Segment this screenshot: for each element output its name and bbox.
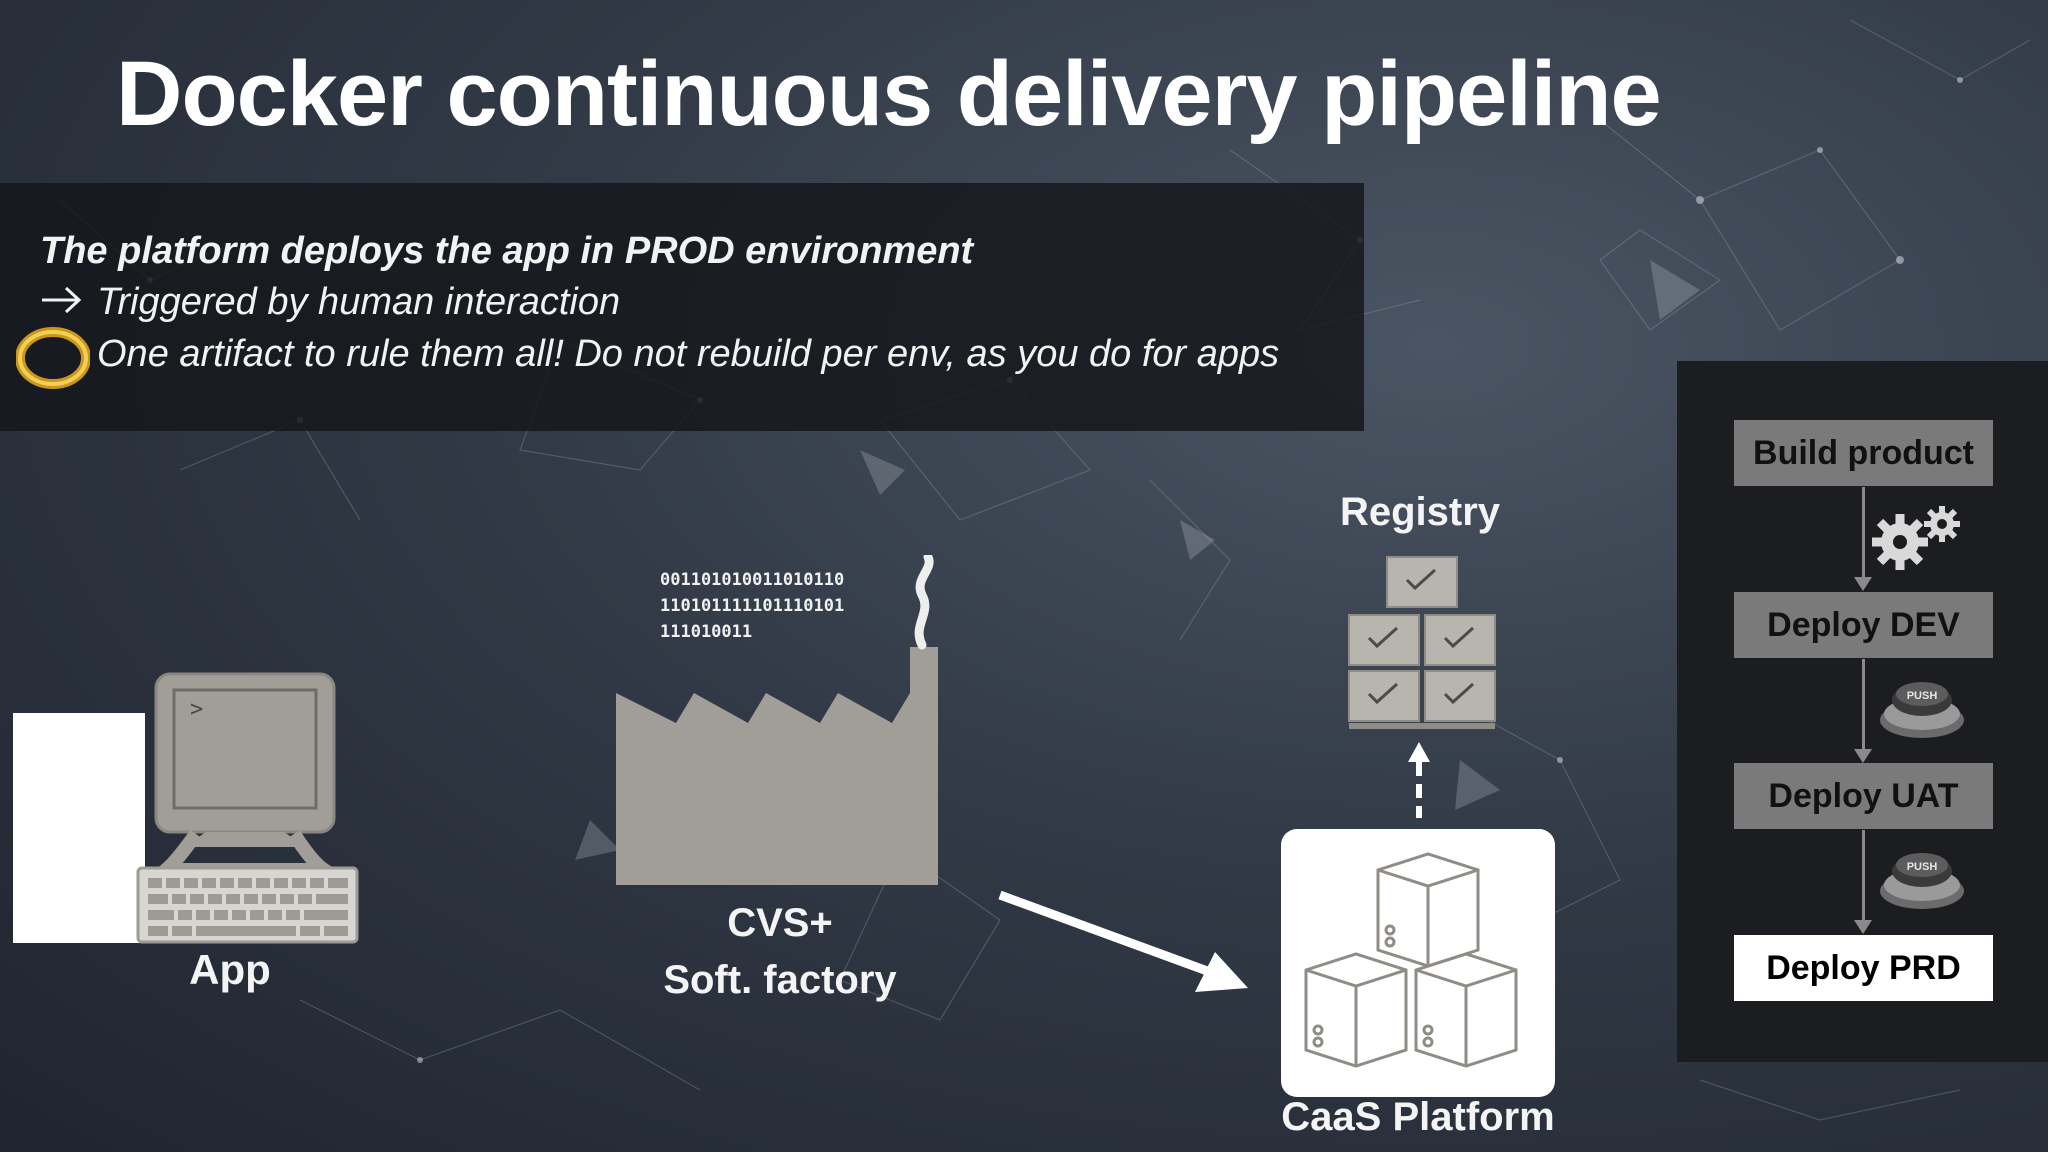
push-button-icon: PUSH xyxy=(1880,853,1964,909)
pipeline-connector xyxy=(1862,659,1865,749)
binary-line: 110101111101110101 xyxy=(660,596,845,616)
gears-icon xyxy=(1872,506,1960,570)
pipeline-arrowhead xyxy=(1854,920,1872,934)
binary-line: 111010011 xyxy=(660,622,753,642)
step-build-product: Build product xyxy=(1734,420,1993,486)
factory-label-line2: Soft. factory xyxy=(663,958,897,1002)
push-button-icon: PUSH xyxy=(1880,682,1964,738)
push-label: PUSH xyxy=(1907,690,1938,702)
right-arrow-icon xyxy=(42,286,82,314)
caas-label: CaaS Platform xyxy=(1281,1095,1555,1139)
gold-ring-icon xyxy=(16,327,90,389)
binary-text: 001101010011010110 110101111101110101 11… xyxy=(660,567,844,645)
description-box xyxy=(0,183,1364,431)
pipeline-connector xyxy=(1862,487,1865,577)
binary-line: 001101010011010110 xyxy=(660,570,845,590)
description-line-artifact: One artifact to rule them all! Do not re… xyxy=(97,333,1280,375)
servers-icon xyxy=(1304,852,1518,1068)
registry-label: Registry xyxy=(1339,490,1501,534)
description-heading: The platform deploys the app in PROD env… xyxy=(40,230,974,272)
pipeline-connector xyxy=(1862,830,1865,920)
pipeline-arrowhead xyxy=(1854,749,1872,763)
computer-icon: > xyxy=(136,672,359,944)
step-deploy-dev: Deploy DEV xyxy=(1734,592,1993,658)
step-deploy-uat: Deploy UAT xyxy=(1734,763,1993,829)
slide-title: Docker continuous delivery pipeline xyxy=(116,43,1662,145)
factory-icon xyxy=(616,555,938,885)
pipeline-arrowhead xyxy=(1854,577,1872,591)
factory-label: CVS+ Soft. factory xyxy=(620,895,940,1009)
factory-label-line1: CVS+ xyxy=(727,901,833,945)
deploy-arrow xyxy=(998,890,1248,992)
push-label: PUSH xyxy=(1907,861,1938,873)
step-deploy-prd: Deploy PRD xyxy=(1734,935,1993,1001)
registry-icon xyxy=(1348,556,1496,729)
app-label: App xyxy=(189,946,271,993)
description-line-trigger: Triggered by human interaction xyxy=(97,281,621,323)
terminal-prompt: > xyxy=(190,697,203,722)
dashed-up-arrow xyxy=(1408,742,1430,818)
blank-panel xyxy=(13,713,145,943)
